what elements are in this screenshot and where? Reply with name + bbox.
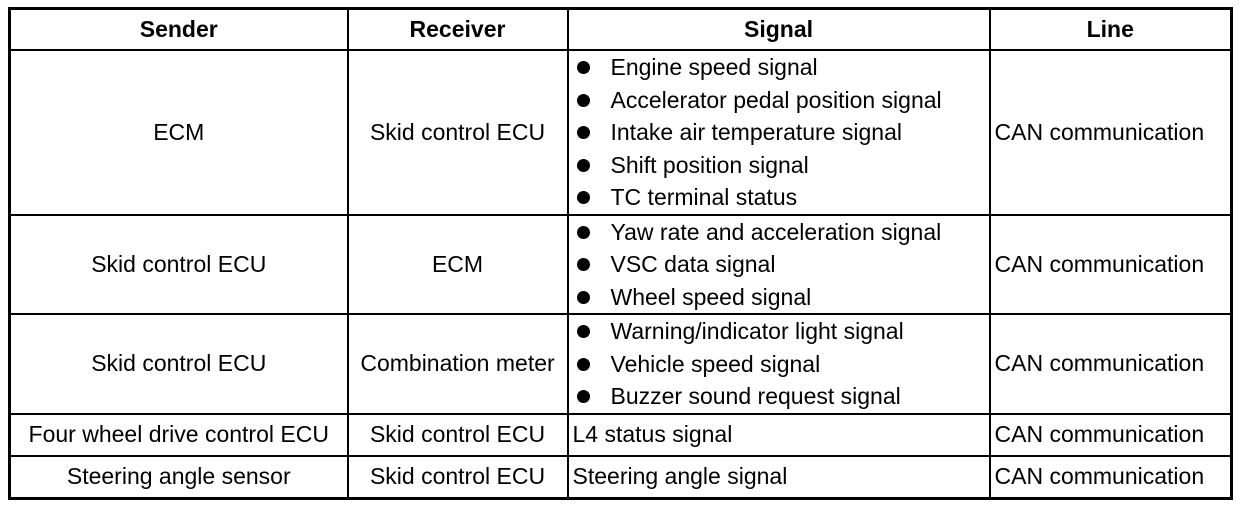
line-cell: CAN communication bbox=[988, 49, 1233, 216]
line-cell: CAN communication bbox=[988, 313, 1233, 415]
sender-cell: Four wheel drive control ECU bbox=[8, 412, 349, 457]
signal-list-item: Vehicle speed signal bbox=[573, 348, 985, 381]
signal-cell: L4 status signal bbox=[566, 412, 991, 457]
signal-list-item: Accelerator pedal position signal bbox=[573, 84, 985, 117]
signal-list-item: Intake air temperature signal bbox=[573, 116, 985, 149]
header-line: Line bbox=[988, 7, 1233, 51]
table-row: ECM Skid control ECU Engine speed signal… bbox=[8, 49, 1233, 216]
signal-cell: Yaw rate and acceleration signal VSC dat… bbox=[566, 213, 991, 315]
sender-cell: Skid control ECU bbox=[8, 313, 349, 415]
sender-cell: ECM bbox=[8, 49, 349, 216]
communication-table-container: Sender Receiver Signal Line ECM Skid con… bbox=[8, 7, 1233, 500]
table-row: Skid control ECU ECM Yaw rate and accele… bbox=[8, 213, 1233, 315]
signal-cell: Steering angle signal bbox=[566, 454, 991, 499]
receiver-cell: Skid control ECU bbox=[346, 49, 569, 216]
header-receiver: Receiver bbox=[346, 7, 569, 51]
line-cell: CAN communication bbox=[988, 213, 1233, 315]
signal-list: Warning/indicator light signal Vehicle s… bbox=[573, 316, 985, 412]
header-sender: Sender bbox=[8, 7, 349, 51]
sender-cell: Skid control ECU bbox=[8, 213, 349, 315]
signal-list-item: Wheel speed signal bbox=[573, 281, 985, 313]
table-row: Skid control ECU Combination meter Warni… bbox=[8, 313, 1233, 415]
receiver-cell: Combination meter bbox=[346, 313, 569, 415]
signal-list-item: Engine speed signal bbox=[573, 52, 985, 84]
signal-list-item: Buzzer sound request signal bbox=[573, 380, 985, 412]
signal-cell: Warning/indicator light signal Vehicle s… bbox=[566, 313, 991, 415]
line-cell: CAN communication bbox=[988, 454, 1233, 499]
signal-list-item: Shift position signal bbox=[573, 149, 985, 182]
signal-list-item: TC terminal status bbox=[573, 181, 985, 213]
line-cell: CAN communication bbox=[988, 412, 1233, 457]
communication-table: Sender Receiver Signal Line ECM Skid con… bbox=[8, 7, 1233, 500]
table-row: Steering angle sensor Skid control ECU S… bbox=[8, 454, 1233, 499]
signal-list-item: VSC data signal bbox=[573, 248, 985, 281]
signal-list-item: Yaw rate and acceleration signal bbox=[573, 216, 985, 248]
sender-cell: Steering angle sensor bbox=[8, 454, 349, 499]
signal-list-item: Warning/indicator light signal bbox=[573, 316, 985, 348]
header-signal: Signal bbox=[566, 7, 991, 51]
receiver-cell: ECM bbox=[346, 213, 569, 315]
signal-cell: Engine speed signal Accelerator pedal po… bbox=[566, 49, 991, 216]
table-row: Four wheel drive control ECU Skid contro… bbox=[8, 412, 1233, 457]
header-row: Sender Receiver Signal Line bbox=[8, 7, 1233, 51]
receiver-cell: Skid control ECU bbox=[346, 412, 569, 457]
signal-list: Yaw rate and acceleration signal VSC dat… bbox=[573, 216, 985, 313]
receiver-cell: Skid control ECU bbox=[346, 454, 569, 499]
signal-list: Engine speed signal Accelerator pedal po… bbox=[573, 52, 985, 213]
